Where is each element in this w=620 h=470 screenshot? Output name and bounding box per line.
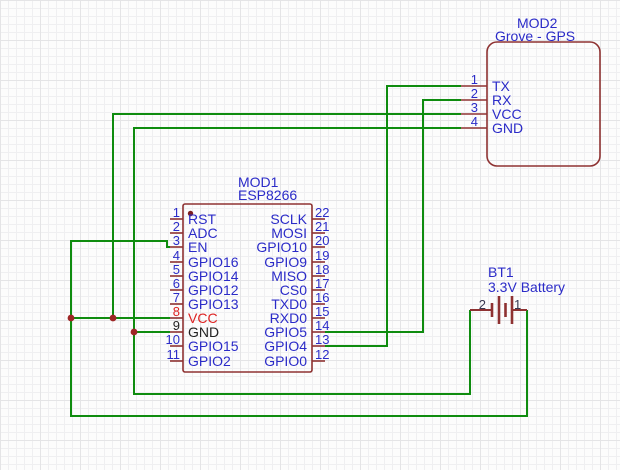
mod1-pin-name-CS0[interactable]: CS0 — [280, 282, 307, 298]
mod1-pin-number-21[interactable]: 21 — [315, 219, 329, 234]
mod1-pin-name-RST[interactable]: RST — [188, 211, 216, 227]
mod2-pin-number-2[interactable]: 2 — [471, 86, 478, 101]
bt1-value[interactable]: 3.3V Battery — [488, 279, 566, 295]
mod1-pin-number-19[interactable]: 19 — [315, 248, 329, 263]
wire-net-vcc-en-batt[interactable] — [70, 240, 528, 417]
mod1-pin-name-VCC[interactable]: VCC — [188, 310, 218, 326]
mod1-pin-name-GPIO10[interactable]: GPIO10 — [256, 239, 307, 255]
mod1-pin-number-13[interactable]: 13 — [315, 332, 329, 347]
mod1-pin-number-3[interactable]: 3 — [173, 233, 180, 248]
mod1-pin-name-GPIO0[interactable]: GPIO0 — [264, 353, 307, 369]
component-mod1-box[interactable] — [182, 203, 313, 373]
mod2-pin-number-4[interactable]: 4 — [471, 114, 478, 129]
mod1-pin-number-7[interactable]: 7 — [173, 290, 180, 305]
mod1-pin-number-16[interactable]: 16 — [315, 290, 329, 305]
mod1-pin-name-SCLK[interactable]: SCLK — [270, 211, 307, 227]
mod1-refdes[interactable]: MOD1 — [238, 174, 279, 190]
mod1-value[interactable]: ESP8266 — [238, 187, 298, 203]
wire-net-gps-tx-gpio4[interactable] — [325, 85, 461, 347]
mod1-pin-number-14[interactable]: 14 — [315, 318, 329, 333]
mod2-pin-number-1[interactable]: 1 — [471, 72, 478, 87]
mod2-pin-name-GND[interactable]: GND — [492, 120, 523, 136]
mod1-pin-name-GPIO13[interactable]: GPIO13 — [188, 296, 239, 312]
mod1-pin-number-1[interactable]: 1 — [173, 205, 180, 220]
bt1-pin-number-2[interactable]: 2 — [479, 297, 486, 312]
mod1-pin-number-15[interactable]: 15 — [315, 304, 329, 319]
mod2-pin-name-TX[interactable]: TX — [492, 78, 511, 94]
mod1-pin1-dot — [187, 210, 194, 217]
mod1-pin-number-17[interactable]: 17 — [315, 276, 329, 291]
mod1-pin-number-11[interactable]: 11 — [167, 347, 181, 362]
mod2-refdes[interactable]: MOD2 — [517, 15, 558, 31]
mod1-pin-name-RXD0[interactable]: RXD0 — [270, 310, 308, 326]
bt1-pin-number-1[interactable]: 1 — [514, 297, 521, 312]
component-mod2-box[interactable] — [486, 41, 601, 167]
wire-net-gnd-gps-batt[interactable] — [133, 127, 471, 395]
mod2-pin-name-VCC[interactable]: VCC — [492, 106, 522, 122]
mod1-pin-number-18[interactable]: 18 — [315, 262, 329, 277]
junction-dot-2[interactable] — [130, 328, 138, 336]
mod1-pin-number-10[interactable]: 10 — [166, 332, 180, 347]
mod2-value[interactable]: Grove - GPS — [495, 28, 576, 44]
mod1-pin-number-9[interactable]: 9 — [173, 318, 180, 333]
mod1-pin-name-EN[interactable]: EN — [188, 239, 207, 255]
mod1-pin-name-MISO[interactable]: MISO — [271, 268, 307, 284]
mod1-pin-number-4[interactable]: 4 — [173, 248, 180, 263]
mod1-pin-name-GND[interactable]: GND — [188, 324, 219, 340]
wire-net-gps-rx-gpio5[interactable] — [325, 99, 461, 333]
mod2-pin-name-RX[interactable]: RX — [492, 92, 512, 108]
wire-net-vcc-gps[interactable] — [112, 113, 461, 318]
mod1-pin-name-MOSI[interactable]: MOSI — [271, 225, 307, 241]
mod1-pin-name-TXD0[interactable]: TXD0 — [271, 296, 307, 312]
mod1-pin-number-2[interactable]: 2 — [173, 219, 180, 234]
junction-dot-0[interactable] — [67, 314, 75, 322]
mod1-pin-number-8[interactable]: 8 — [173, 304, 180, 319]
mod1-pin-number-22[interactable]: 22 — [315, 205, 329, 220]
mod1-pin-number-12[interactable]: 12 — [315, 347, 329, 362]
mod1-pin-name-GPIO4[interactable]: GPIO4 — [264, 338, 307, 354]
mod1-pin-name-GPIO12[interactable]: GPIO12 — [188, 282, 239, 298]
mod1-pin-name-GPIO5[interactable]: GPIO5 — [264, 324, 307, 340]
mod1-pin-name-GPIO14[interactable]: GPIO14 — [188, 268, 239, 284]
mod1-pin-name-ADC[interactable]: ADC — [188, 225, 218, 241]
mod1-pin-name-GPIO15[interactable]: GPIO15 — [188, 338, 239, 354]
mod1-pin-name-GPIO16[interactable]: GPIO16 — [188, 254, 239, 270]
mod1-pin-name-GPIO9[interactable]: GPIO9 — [264, 254, 307, 270]
mod1-pin-number-5[interactable]: 5 — [173, 262, 180, 277]
junction-dot-1[interactable] — [109, 314, 117, 322]
mod2-pin-number-3[interactable]: 3 — [471, 100, 478, 115]
mod1-pin-name-GPIO2[interactable]: GPIO2 — [188, 353, 231, 369]
mod1-pin-number-6[interactable]: 6 — [173, 276, 180, 291]
bt1-refdes[interactable]: BT1 — [488, 264, 514, 280]
mod1-pin-number-20[interactable]: 20 — [315, 233, 329, 248]
